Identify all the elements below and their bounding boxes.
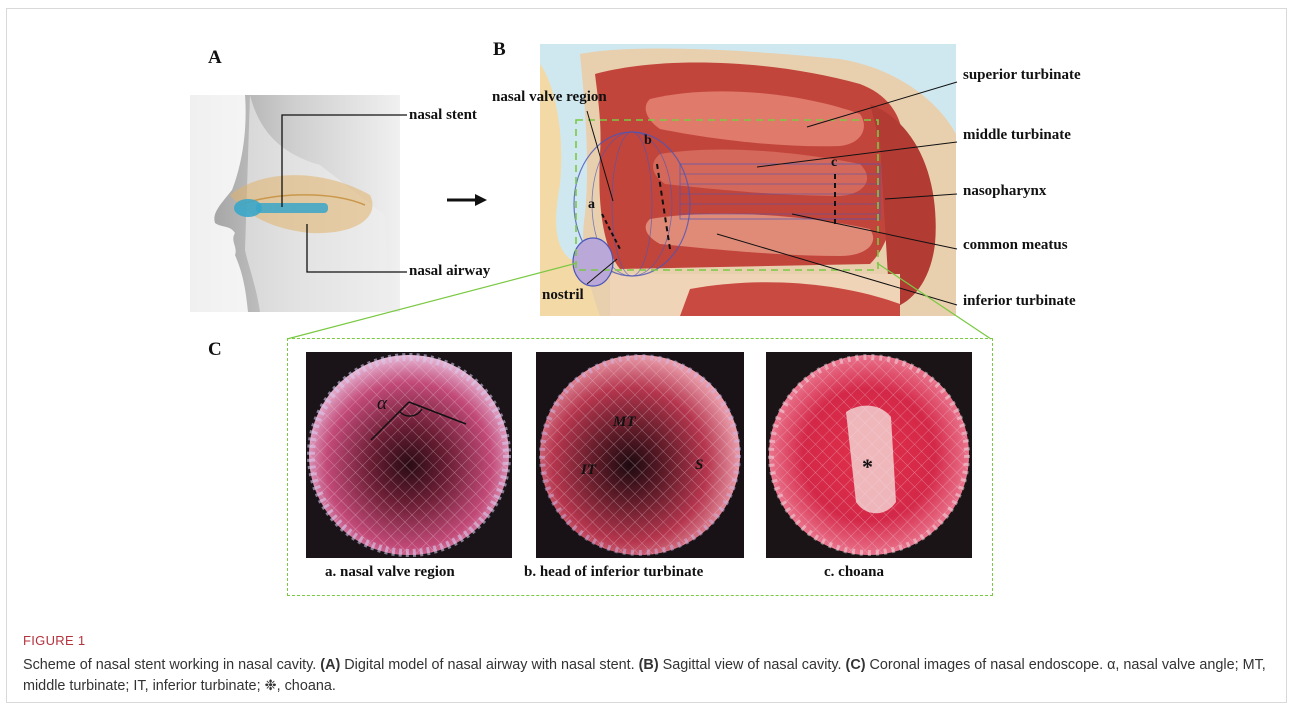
mark-alpha: α [377, 393, 387, 415]
caption-part-bold: (B) [639, 657, 659, 673]
cut-marker-a: a [588, 197, 595, 213]
caption-part-bold: (A) [320, 657, 340, 673]
panel-label-c: C [208, 339, 222, 361]
label-nasopharynx: nasopharynx [963, 183, 1046, 200]
caption-part-bold: (C) [846, 657, 866, 673]
label-superior-turbinate: superior turbinate [963, 67, 1081, 84]
endoscope-image-a [306, 352, 512, 558]
cut-marker-c: c [831, 155, 837, 171]
mark-mt: MT [613, 414, 636, 431]
label-common-meatus: common meatus [963, 237, 1068, 254]
right-arrow-icon [447, 193, 487, 207]
caption-image-b: b. head of inferior turbinate [524, 564, 703, 581]
panel-label-a: A [208, 47, 222, 69]
label-nasal-stent: nasal stent [409, 107, 477, 124]
caption-image-c: c. choana [824, 564, 884, 581]
panel-a-leader-lines [267, 109, 412, 279]
label-nasal-valve-region: nasal valve region [492, 89, 607, 106]
mark-s: S [695, 457, 703, 474]
zoom-projection-lines [277, 259, 997, 349]
caption-image-a: a. nasal valve region [325, 564, 455, 581]
endoscope-image-b [536, 352, 744, 558]
figure-caption-text: Scheme of nasal stent working in nasal c… [23, 655, 1278, 697]
caption-part: Sagittal view of nasal cavity. [659, 657, 846, 673]
panel-label-b: B [493, 39, 506, 61]
label-middle-turbinate: middle turbinate [963, 127, 1071, 144]
caption-part: Scheme of nasal stent working in nasal c… [23, 657, 320, 673]
figure-caption-title: FIGURE 1 [23, 633, 85, 648]
mark-it: IT [581, 462, 596, 479]
cut-marker-b: b [644, 133, 652, 149]
figure-frame: A B C nasal stent nasal airway [6, 8, 1287, 703]
caption-part: Digital model of nasal airway with nasal… [340, 657, 638, 673]
mark-asterisk: * [862, 454, 873, 480]
